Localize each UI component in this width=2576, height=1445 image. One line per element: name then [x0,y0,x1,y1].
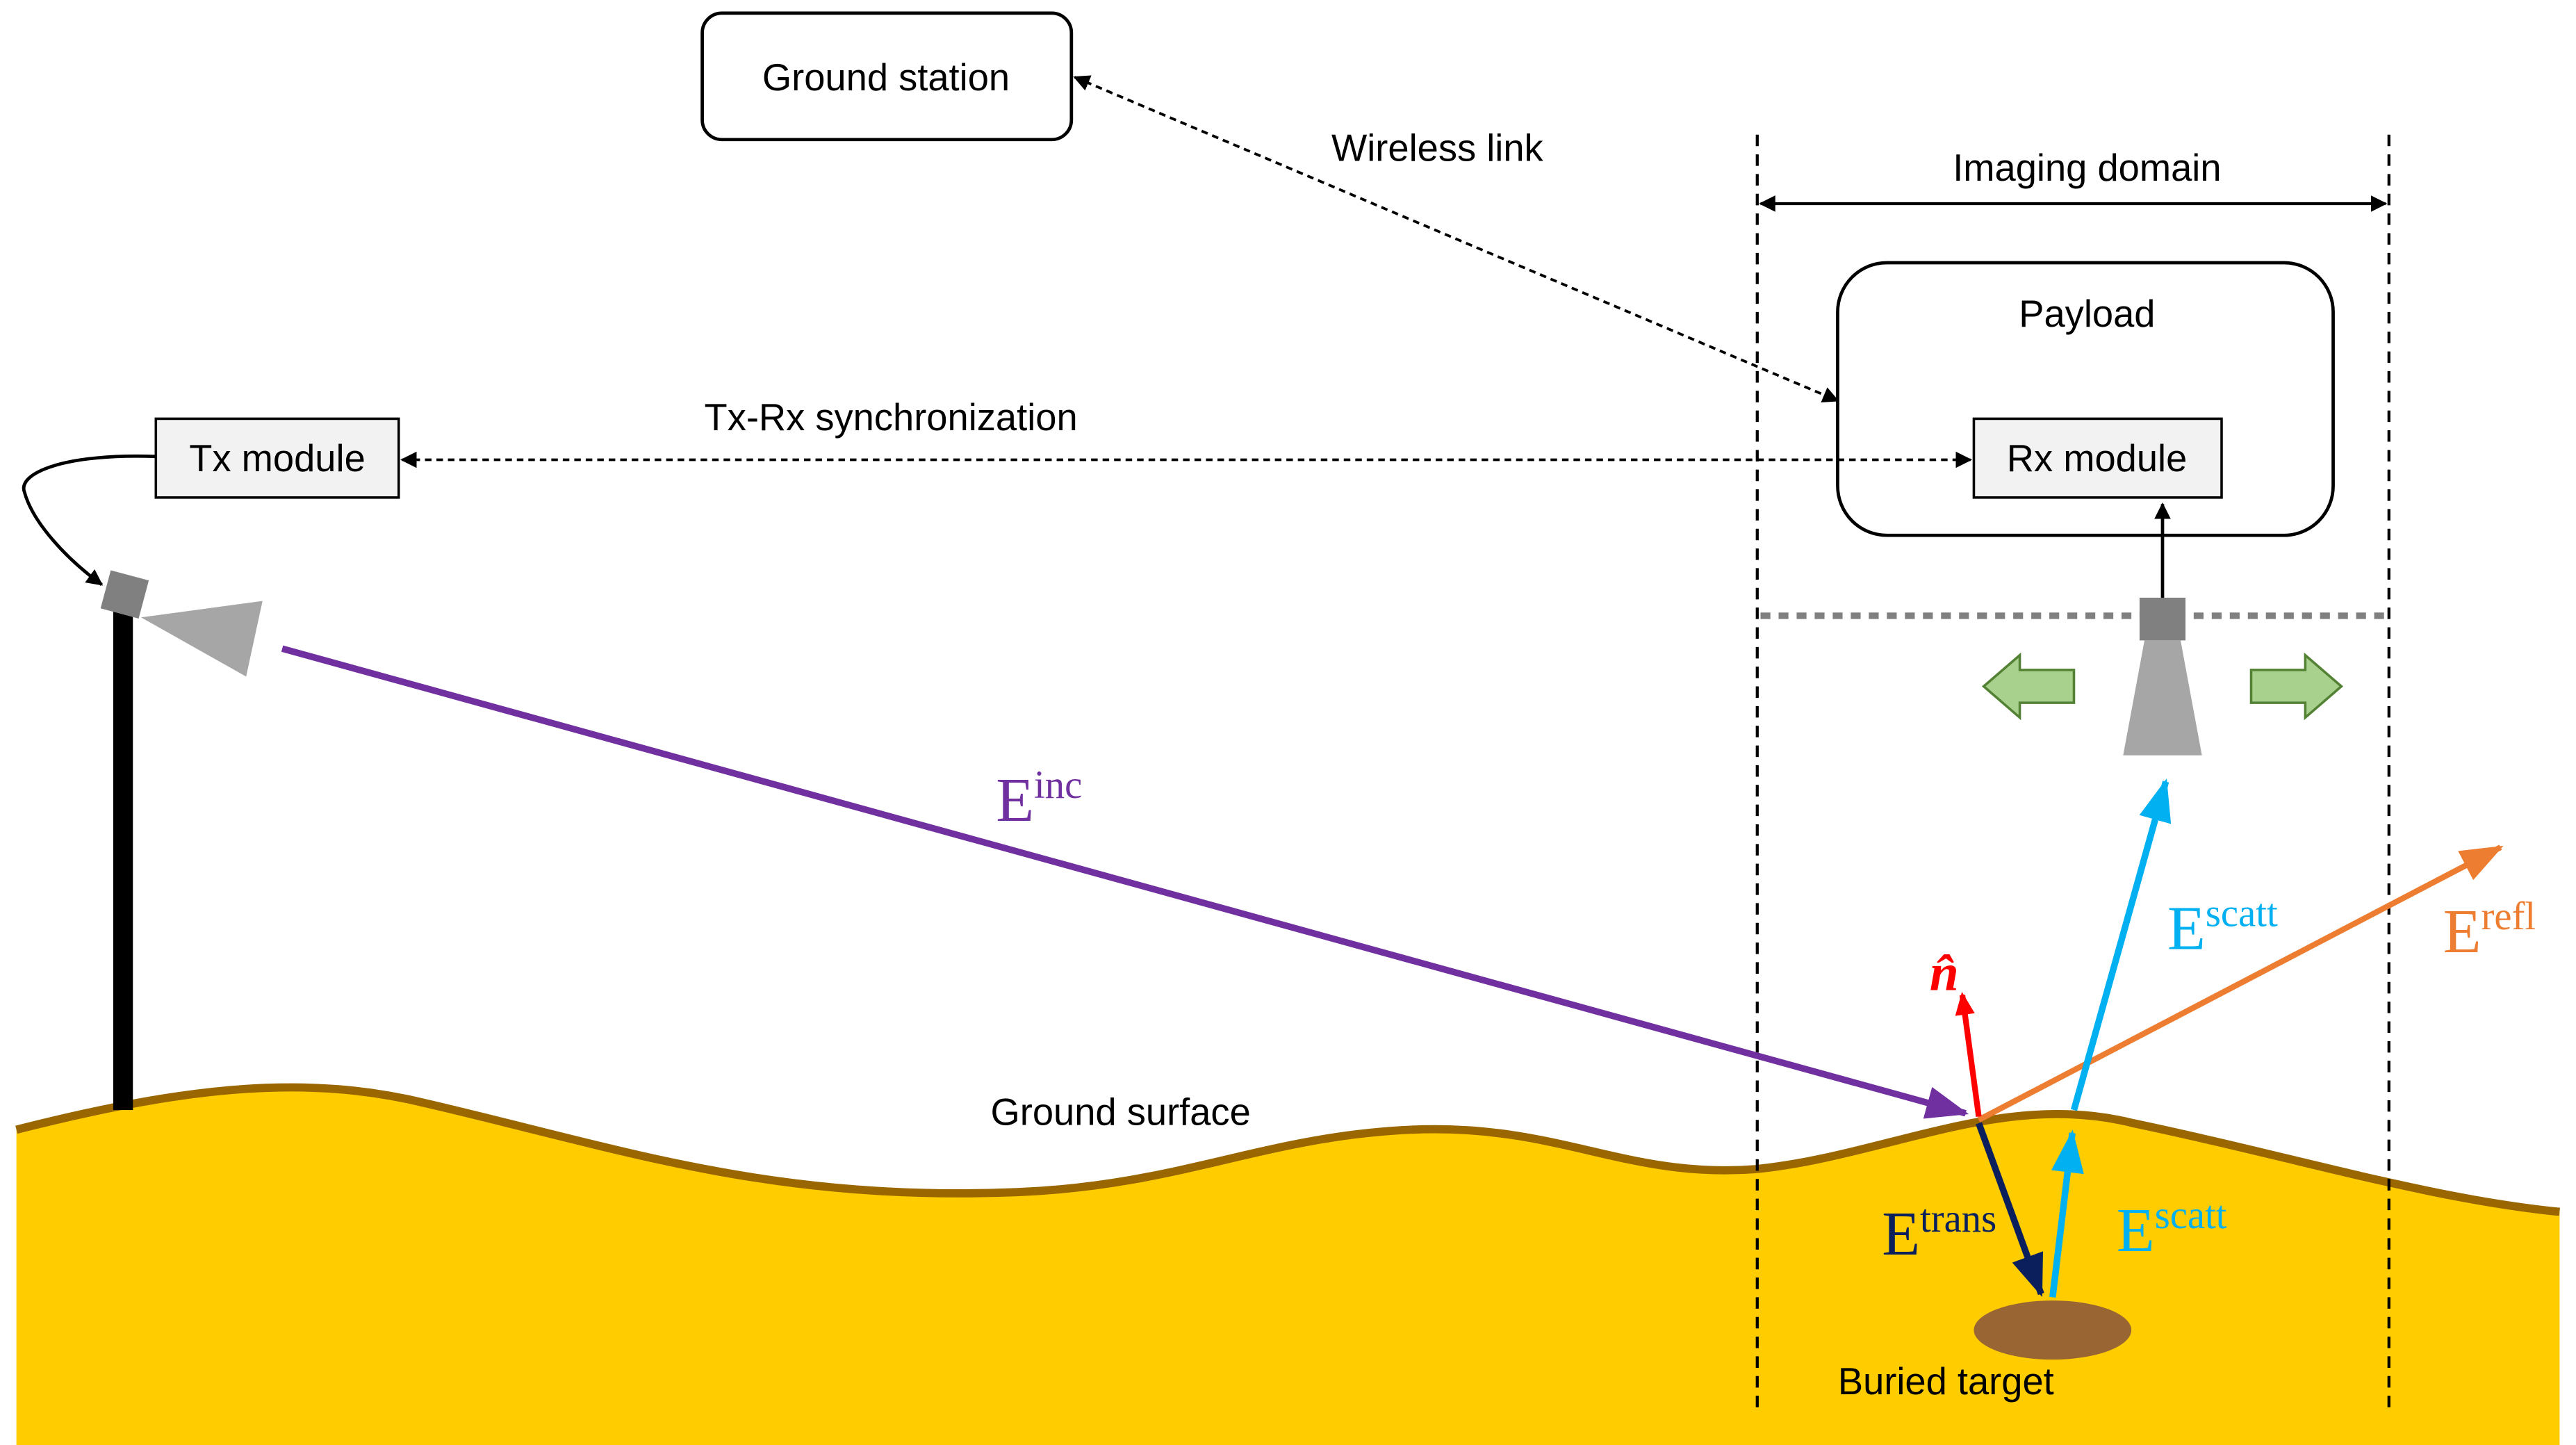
buried-target-label: Buried target [1838,1360,2054,1403]
ground-station-label: Ground station [762,56,1010,99]
incident-field-arrow [281,645,1969,1119]
ground-surface-line [15,1083,2560,1216]
tx-cable [22,454,156,586]
tx-module-box [154,417,400,499]
rx-module-box [1972,417,2223,499]
rx-module-label: Rx module [2007,437,2188,480]
imaging-domain-label: Imaging domain [1953,147,2221,189]
normal-vector-label: n̂ [1930,945,1959,1002]
reflected-field-arrow [1977,844,2504,1122]
ground-surface-label: Ground surface [991,1091,1251,1133]
wireless-link-label: Wireless link [1331,127,1544,170]
scattered-field-label-above: Escatt [2167,891,2278,963]
scattered-field-arrow-above [2070,778,2172,1111]
transmitted-field-label: Etrans [1882,1197,1996,1268]
ground-fill [16,1087,2560,1445]
ground-station-box [700,11,1074,142]
reflected-field-label: Erefl [2443,895,2536,966]
tx-module-label: Tx module [189,437,365,480]
rx-antenna-horn [2123,640,2202,756]
tx-antenna-body [100,570,149,619]
incident-field-label: Einc [996,763,1082,835]
payload-label: Payload [2019,293,2155,335]
wireless-link-line [1073,75,1839,403]
scattered-field-label-below: Escatt [2117,1193,2227,1265]
scattered-field-arrow-below [2049,1129,2084,1298]
move-right-arrow [2249,652,2344,721]
rx-antenna-body [2139,597,2186,641]
buried-target [1974,1300,2132,1360]
move-left-arrow [1981,652,2076,721]
transmitted-field-arrow [1976,1122,2044,1298]
normal-vector-arrow [1955,991,1982,1118]
tx-mast [113,591,133,1111]
sync-label: Tx-Rx synchronization [705,396,1078,439]
tx-antenna-horn [141,601,263,677]
